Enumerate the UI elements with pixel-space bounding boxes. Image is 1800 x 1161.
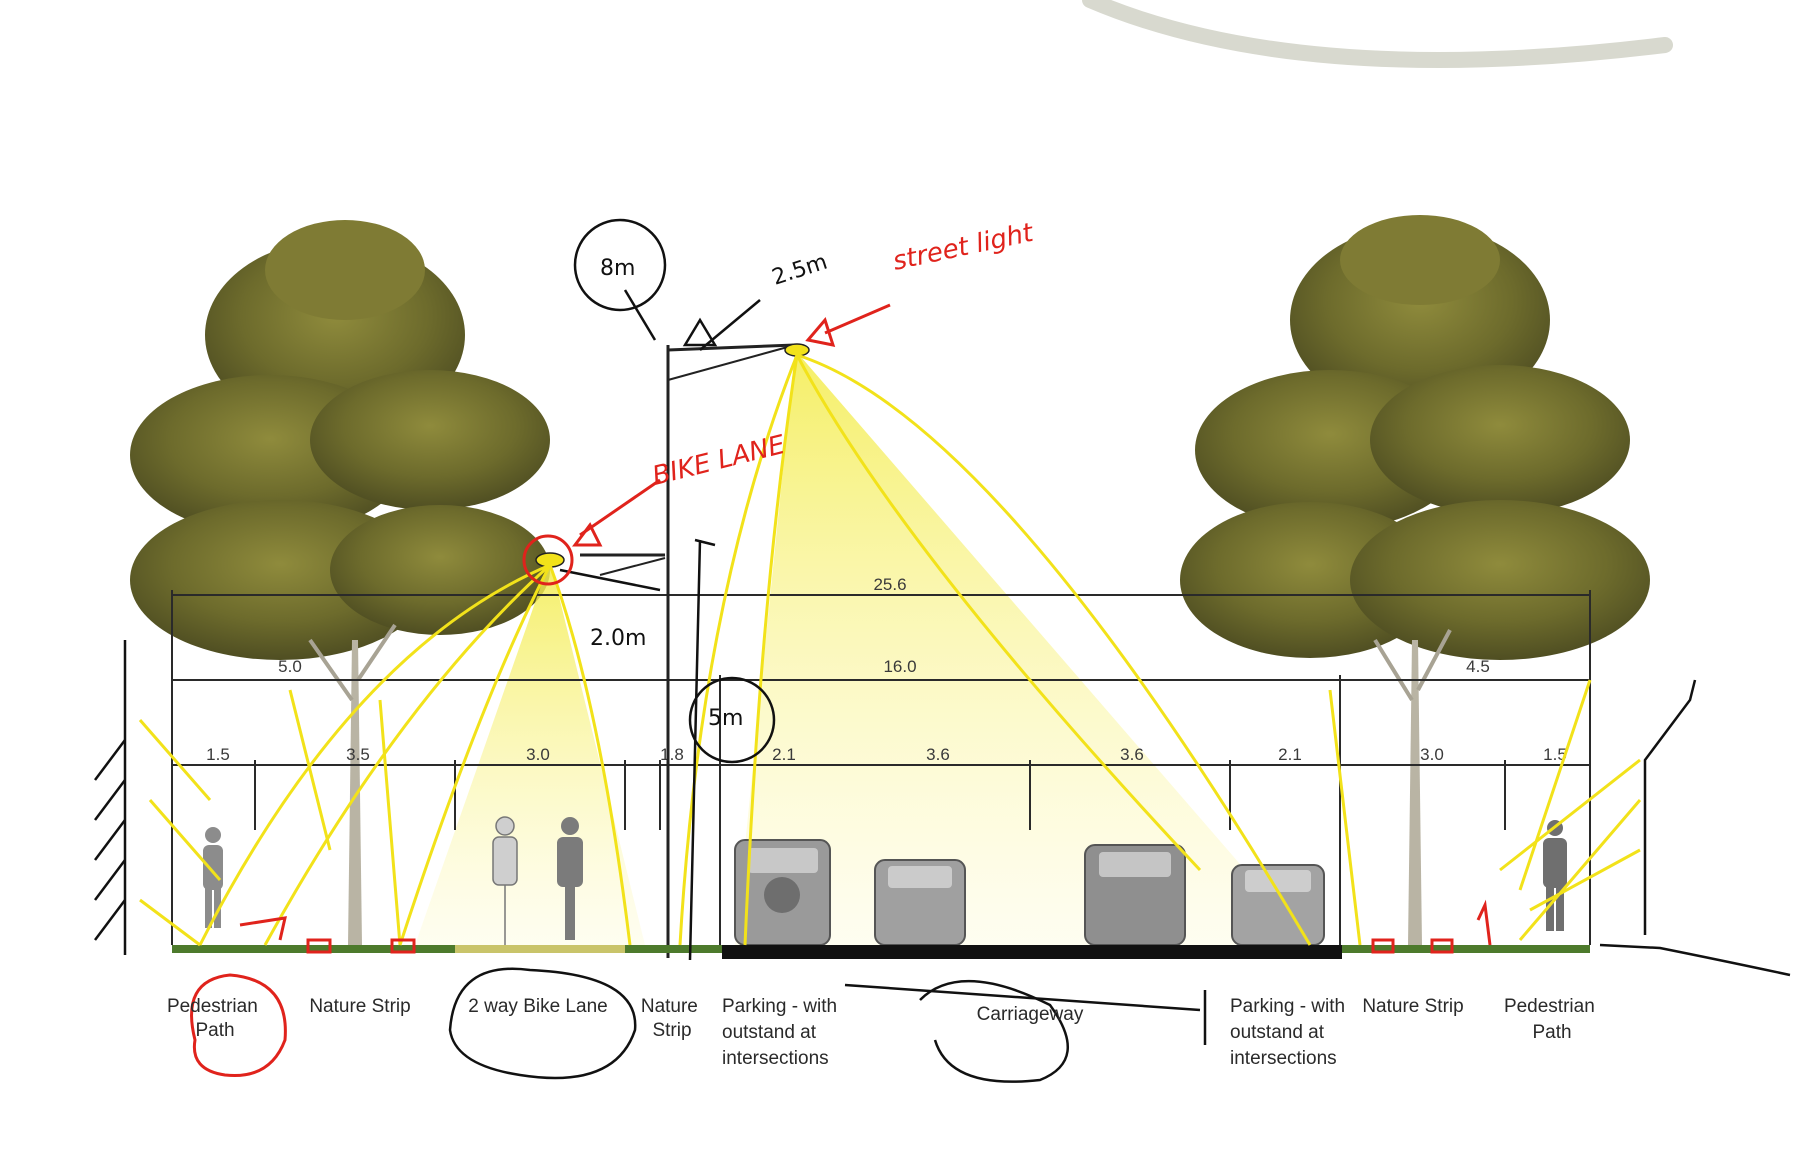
cyclist-1 — [492, 816, 518, 945]
dim-road: 16.0 — [883, 657, 916, 676]
zone-park-left: Parking - with outstand at intersections — [722, 996, 842, 1069]
building-edge-right — [1599, 679, 1791, 977]
dim-overall: 25.6 — [873, 575, 906, 594]
label-bike-height: 5m — [708, 706, 743, 731]
tree-left — [130, 220, 550, 945]
dim-lane-right: 3.6 — [1120, 745, 1144, 764]
dimension-lines — [171, 590, 1591, 945]
dim-park-left: 2.1 — [772, 745, 796, 764]
dim-park-right: 2.1 — [1278, 745, 1302, 764]
pedestrian-right — [1543, 820, 1567, 931]
car-lane-left — [874, 859, 966, 946]
label-bike-lane: BIKE LANE — [649, 430, 788, 492]
building-edge-left — [94, 640, 127, 955]
verge-right-surface — [1342, 945, 1590, 953]
street-light-fixture — [784, 343, 810, 357]
dim-left-verge: 5.0 — [278, 657, 302, 676]
light-rays — [138, 353, 1642, 947]
dim-nature-left: 3.5 — [346, 745, 370, 764]
cyclist-2 — [557, 817, 583, 940]
street-light-cone — [735, 350, 1310, 945]
car-parked-left — [734, 839, 831, 946]
zone-park-right: Parking - with outstand at intersections — [1230, 996, 1350, 1069]
dim-bike: 3.0 — [526, 745, 550, 764]
car-lane-right — [1084, 844, 1186, 946]
tree-right — [1180, 215, 1650, 945]
bike-light-cone — [415, 560, 645, 945]
dim-nature-right: 3.0 — [1420, 745, 1444, 764]
car-parked-right — [1231, 864, 1325, 946]
red-annotations — [190, 303, 1492, 1078]
label-street-light: street light — [890, 218, 1036, 277]
decorative-swoosh — [1082, 0, 1673, 68]
dim-ped-left: 1.5 — [206, 745, 230, 764]
zone-bike: 2 way Bike Lane — [468, 996, 607, 1017]
black-annotations — [448, 218, 1207, 1083]
zone-carriageway: Carriageway — [977, 1004, 1084, 1025]
zone-nature-right: Nature Strip — [1362, 996, 1463, 1017]
dim-nature-mid: 1.8 — [660, 745, 684, 764]
label-arm-length: 2.5m — [769, 249, 830, 290]
bike-lane-surface — [455, 945, 625, 953]
dim-right-verge: 4.5 — [1466, 657, 1490, 676]
dim-ped-right: 1.5 — [1543, 745, 1567, 764]
dim-lane-left: 3.6 — [926, 745, 950, 764]
street-light-pole — [580, 343, 796, 958]
bike-light-fixture — [535, 552, 565, 568]
road-surface — [722, 945, 1342, 959]
label-pole-height: 8m — [600, 256, 635, 281]
zone-ped-left: Pedestrian Path — [167, 996, 263, 1041]
zone-nature-left: Nature Strip — [309, 996, 410, 1017]
zone-nature-mid: Nature Strip — [641, 996, 703, 1041]
pedestrian-left — [203, 827, 223, 928]
label-bike-arm: 2.0m — [590, 626, 646, 651]
verge-left-surface — [172, 945, 722, 953]
zone-ped-right: Pedestrian Path — [1504, 996, 1600, 1043]
